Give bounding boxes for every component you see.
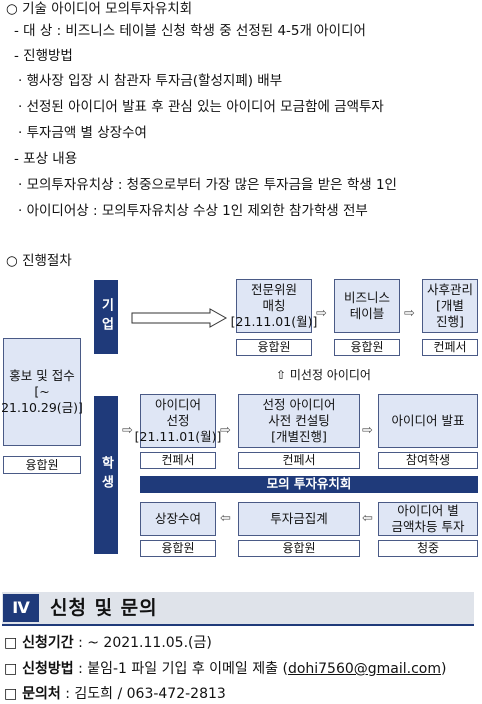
arrow-right-icon: ⇨	[362, 423, 373, 438]
investment-tally-box: 투자금집계	[238, 502, 360, 536]
target-line: - 대 상 : 비즈니스 테이블 신청 학생 중 선정된 4-5개 아이디어	[14, 23, 366, 39]
expert-matching-label: 융합원	[236, 339, 312, 356]
contact-value: : 김도희 / 063-472-2813	[60, 686, 226, 702]
application-method-key: □ 신청방법	[4, 661, 74, 677]
aftercare-label: 컨페서	[422, 339, 478, 356]
arrow-right-icon: ⇨	[316, 306, 327, 321]
contact-key: □ 문의처	[4, 686, 61, 702]
application-method: □ 신청방법 : 붙임-1 파일 기입 후 이메일 제출 (dohi7560@g…	[4, 660, 446, 678]
email-link[interactable]: dohi7560@gmail.com	[287, 661, 442, 677]
pre-consulting-box: 선정 아이디어 사전 컨설팅 [개별진행]	[238, 394, 360, 448]
business-table-box: 비즈니스 테이블	[334, 279, 400, 333]
procedure-heading: ○ 진행절차	[6, 253, 72, 269]
business-table-label: 융합원	[334, 339, 400, 356]
long-arrow-icon	[131, 308, 228, 328]
pre-consulting-label: 컨페서	[238, 452, 360, 469]
promotion-box: 홍보 및 접수 [~ 21.10.29(금)]	[1, 338, 83, 446]
method-heading: - 진행방법	[14, 48, 73, 64]
idea-selection-box: 아이디어 선정 [21.11.01(월)]	[135, 394, 221, 448]
arrow-right-icon: ⇨	[122, 423, 133, 438]
aftercare-box: 사후관리 [개별 진행]	[422, 279, 478, 333]
investment-tally-label: 융합원	[238, 540, 360, 557]
heading-mock-investment: ○ 기술 아이디어 모의투자유치회	[6, 1, 193, 17]
differential-investment-label: 청중	[378, 540, 478, 557]
expert-matching-box: 전문위원 매칭 [21.11.01(월)]	[231, 279, 317, 333]
promotion-label: 융합원	[3, 456, 81, 474]
section-number: Ⅳ	[3, 594, 39, 622]
application-period-value: : ~ 2021.11.05.(금)	[73, 635, 212, 651]
award-heading: - 포상 내용	[14, 151, 78, 167]
award-item-2: · 아이디어상 : 모의투자유치상 수상 1인 제외한 참가학생 전부	[18, 203, 368, 219]
application-period-key: □ 신청기간	[4, 635, 74, 651]
idea-presentation-label: 참여학생	[378, 452, 478, 469]
idea-presentation-box: 아이디어 발표	[378, 394, 478, 448]
section-title: 신청 및 문의	[50, 597, 158, 619]
application-period: □ 신청기간 : ~ 2021.11.05.(금)	[4, 634, 212, 652]
company-bar: 기업	[94, 280, 118, 354]
method-item-2: · 선정된 아이디어 발표 후 관심 있는 아이디어 모금함에 금액투자	[18, 99, 384, 115]
application-method-tail: )	[441, 661, 447, 677]
award-label: 융합원	[140, 540, 216, 557]
unselected-note: ⇧ 미선정 아이디어	[276, 368, 371, 382]
arrow-right-icon: ⇨	[220, 423, 231, 438]
arrow-right-icon: ⇨	[404, 306, 415, 321]
arrow-left-icon: ⇦	[220, 511, 231, 526]
application-method-value: : 붙임-1 파일 기입 후 이메일 제출 (	[73, 661, 288, 677]
mock-investment-bar: 모의 투자유치회	[140, 476, 478, 493]
arrow-left-icon: ⇦	[362, 511, 373, 526]
method-item-3: · 투자금액 별 상장수여	[18, 125, 147, 141]
method-item-1: · 행사장 입장 시 참관자 투자금(할성지폐) 배부	[18, 73, 283, 89]
idea-selection-label: 컨페서	[140, 452, 216, 469]
contact-info: □ 문의처 : 김도희 / 063-472-2813	[4, 685, 226, 703]
award-item-1: · 모의투자유치상 : 청중으로부터 가장 많은 투자금을 받은 학생 1인	[18, 177, 397, 193]
student-bar: 학생	[94, 396, 118, 554]
section-header-bar	[2, 592, 474, 626]
differential-investment-box: 아이디어 별 금액차등 투자	[378, 502, 478, 536]
award-box: 상장수여	[140, 502, 216, 536]
